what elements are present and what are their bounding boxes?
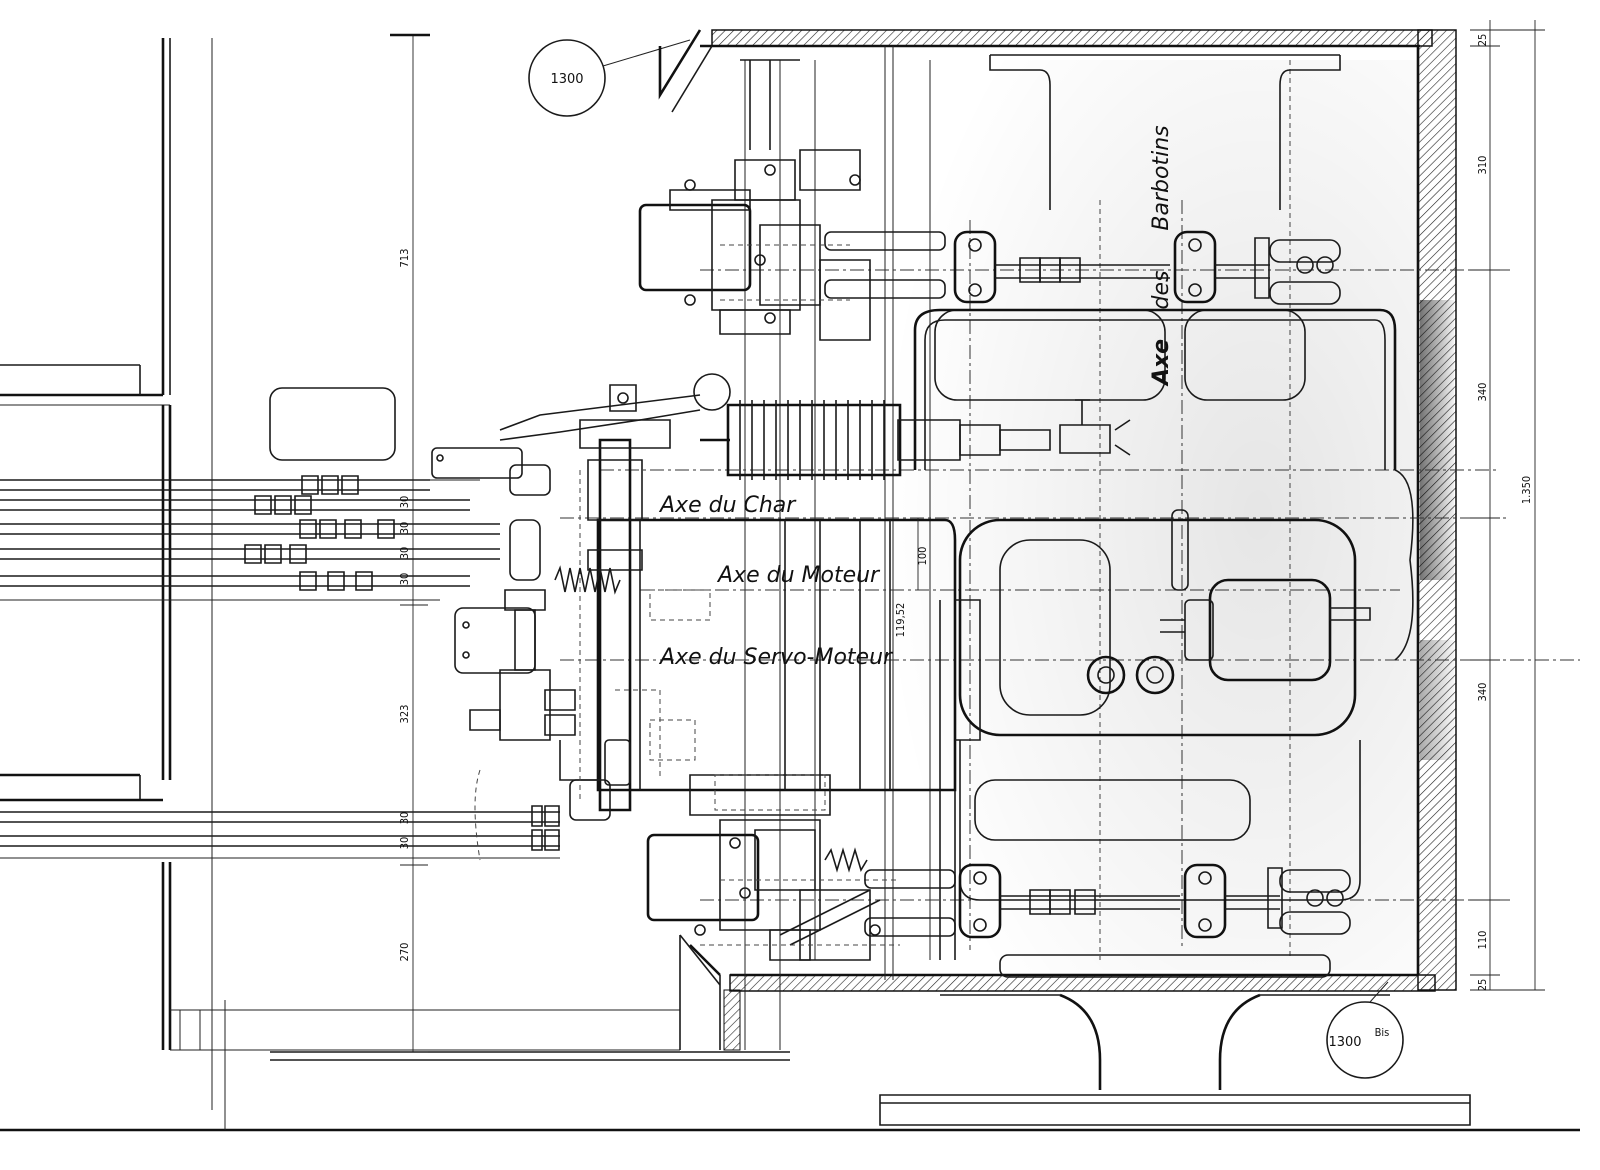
servo-motor-body: [598, 520, 980, 815]
control-rods-lower: [0, 770, 560, 860]
dim-pipe-30-b: 30: [398, 522, 411, 535]
dim-right-310: 310: [1476, 156, 1489, 175]
lower-track-adjuster: [865, 865, 1350, 937]
dim-pipe-lower-30-a: 30: [398, 812, 411, 825]
dim-pipe-30-d: 30: [398, 573, 411, 586]
dim-right-340-lower: 340: [1476, 683, 1489, 702]
right-dimension-column: [1470, 20, 1545, 990]
filter-canister: [1160, 510, 1370, 680]
compartment-walls: [660, 30, 1456, 1050]
dim-right-25-top: 25: [1476, 34, 1489, 47]
reference-bubble-bottom: [1327, 982, 1403, 1078]
label-axe-du-moteur: Axe du Moteur: [716, 563, 881, 588]
dim-right-25-bottom: 25: [1476, 979, 1489, 992]
upper-brake-housing: [640, 150, 870, 340]
label-axe: Axe: [1149, 339, 1174, 387]
engine-block-lower: [940, 520, 1360, 977]
left-hull-structure: [0, 38, 1580, 1130]
dim-right-110: 110: [1476, 931, 1489, 950]
reference-top: 1300: [550, 72, 583, 87]
dim-323: 323: [398, 705, 411, 724]
dim-pipe-30-c: 30: [398, 547, 411, 560]
reference-bottom: 1300: [1328, 1035, 1361, 1050]
top-supports: [740, 55, 1340, 210]
upper-track-adjuster: [825, 232, 1340, 304]
linkage-assembly-left: [432, 440, 660, 820]
dim-713: 713: [398, 249, 411, 268]
reference-bubble-top: [529, 40, 690, 116]
label-axe-du-servo-moteur: Axe du Servo-Moteur: [658, 645, 894, 670]
dim-pipe-lower-30-b: 30: [398, 837, 411, 850]
engine-block-upper: [915, 310, 1413, 660]
dim-11952: 119,52: [894, 603, 907, 638]
dim-100: 100: [916, 547, 929, 566]
lower-brake-housing: [648, 820, 900, 960]
label-axe-du-char: Axe du Char: [658, 493, 797, 518]
bellows-stack: [500, 374, 1130, 480]
dim-right-1350: 1.350: [1520, 476, 1533, 504]
bottom-support-foot: [880, 995, 1470, 1125]
label-barbotins: Barbotins: [1149, 125, 1174, 230]
dim-270: 270: [398, 943, 411, 962]
dim-right-340-upper: 340: [1476, 383, 1489, 402]
bolt-pair: [1088, 657, 1173, 693]
label-des: des: [1149, 271, 1174, 310]
dim-pipe-30-a: 30: [398, 496, 411, 509]
reference-bottom-suffix: Bis: [1375, 1026, 1390, 1039]
control-rods-upper: [0, 476, 500, 600]
left-dimension-line: [390, 35, 480, 1052]
